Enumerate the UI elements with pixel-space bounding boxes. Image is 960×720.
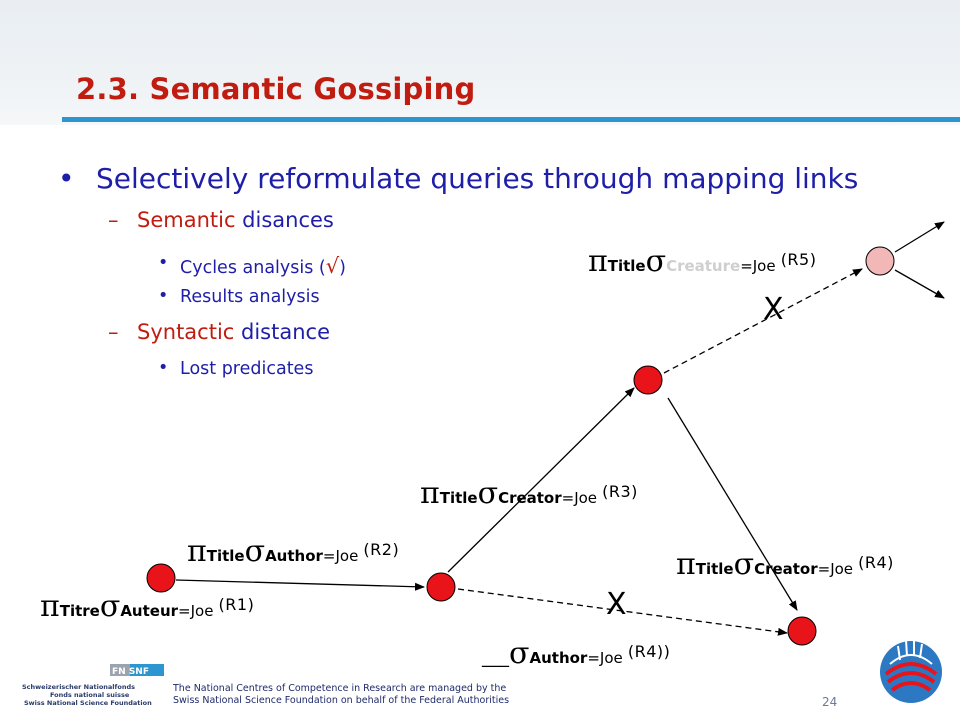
label-r1: πTitreσAuteur=Joe (R1) <box>40 589 255 624</box>
sigma-symbol: σ <box>509 636 530 671</box>
title-underline <box>62 117 960 122</box>
nccr-logo <box>880 639 942 703</box>
label-r2: πTitleσAuthor=Joe (R2) <box>187 534 400 569</box>
snf-logo: FN SNF Schweizerischer Nationalfonds Fon… <box>22 664 164 707</box>
bullet-dot: • <box>158 286 169 306</box>
sigma-symbol: σ <box>645 244 667 279</box>
arrow-r2 <box>175 579 425 591</box>
sigma-symbol: σ <box>477 476 499 511</box>
peer-node-2 <box>426 572 456 602</box>
x-mark-r4: X <box>606 587 627 622</box>
cycles-text: Cycles analysis ( <box>180 258 326 278</box>
pi-symbol: π <box>40 589 60 624</box>
results-text: Results analysis <box>180 287 320 307</box>
title-band <box>0 0 960 125</box>
label-r5: πTitleσCreature=Joe (R5) <box>588 244 817 279</box>
sigma-symbol: σ <box>733 547 755 582</box>
label-r3: πTitleσCreator=Joe (R3) <box>420 476 638 511</box>
semantic-word: Semantic <box>137 208 236 232</box>
bullet-dot: • <box>58 162 75 195</box>
arrow-r4-dashed <box>457 588 788 636</box>
svg-text:Schweizerischer Nationalfonds: Schweizerischer Nationalfonds <box>22 683 135 691</box>
lost-text: Lost predicates <box>180 359 314 379</box>
pi-symbol: π <box>420 476 440 511</box>
cycles-close: ) <box>339 258 346 278</box>
label-r4-rewritten: ___σAuthor=Joe (R4)) <box>482 636 671 671</box>
blank-projection: ___ <box>482 647 509 668</box>
dash-marker: – <box>108 320 119 344</box>
peer-node-1 <box>146 563 176 593</box>
label-r4: πTitleσCreator=Joe (R4) <box>676 547 894 582</box>
svg-text:Swiss National Science Foundat: Swiss National Science Foundation <box>24 699 152 707</box>
peer-node-3 <box>633 365 663 395</box>
main-bullet-text: Selectively reformulate queries through … <box>96 162 859 195</box>
pi-symbol: π <box>588 244 608 279</box>
arrow-r3 <box>447 387 635 573</box>
bullet-dot: • <box>158 358 169 378</box>
bullet-dot: • <box>158 253 169 273</box>
logo-badge: FN SNF <box>112 667 149 677</box>
peer-node-5 <box>865 246 895 276</box>
peer-node-4 <box>787 616 817 646</box>
check-mark: √ <box>325 254 340 278</box>
arrow-out-down <box>894 269 945 299</box>
syntactic-word: Syntactic <box>137 320 235 344</box>
sigma-symbol: σ <box>99 589 121 624</box>
arrow-out-up <box>894 221 945 253</box>
slide-title: 2.3. Semantic Gossiping <box>76 72 476 106</box>
syntactic-rest: distance <box>234 320 331 344</box>
pi-symbol: π <box>676 547 696 582</box>
semantic-rest: disances <box>235 208 334 232</box>
dash-marker: – <box>108 208 119 232</box>
footer-note: The National Centres of Competence in Re… <box>173 683 510 706</box>
page-number: 24 <box>822 695 838 709</box>
x-mark-r5: X <box>763 292 784 327</box>
pi-symbol: π <box>187 534 207 569</box>
arrow-r5-dashed <box>663 268 863 374</box>
sigma-symbol: σ <box>244 534 266 569</box>
arrow-r4 <box>667 397 798 611</box>
svg-text:Fonds national suisse: Fonds national suisse <box>50 691 130 699</box>
